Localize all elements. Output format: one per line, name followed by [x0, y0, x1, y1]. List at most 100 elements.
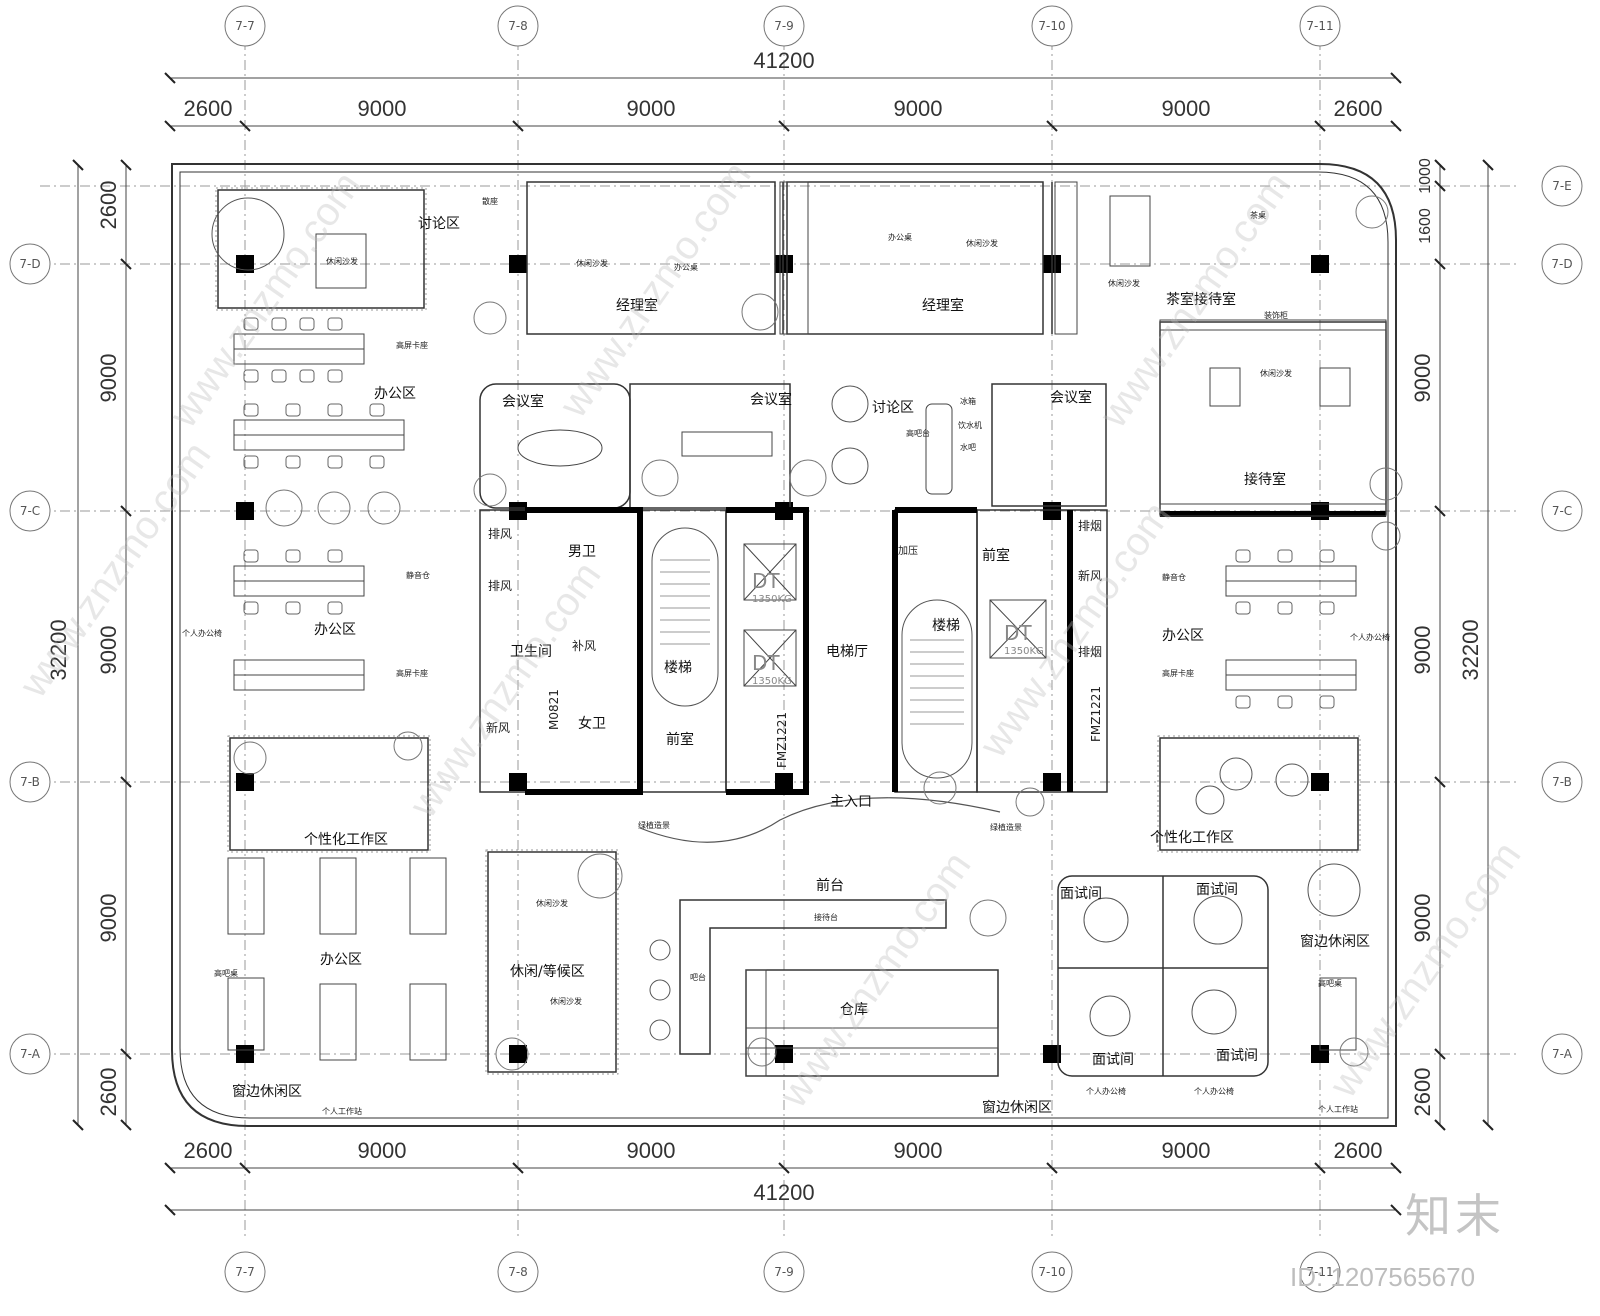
- label-exhaust-1: 排风: [488, 527, 512, 541]
- grid-label-right-1: 7-D: [1551, 257, 1572, 271]
- label-lounge-sofa-m2: 休闲沙发: [966, 238, 998, 248]
- label-workstation-e: 个人工作站: [1318, 1104, 1358, 1114]
- room-stair-1: 楼梯: [664, 660, 692, 676]
- label-high-booth-1: 高屏卡座: [396, 340, 428, 350]
- label-lounge-sofa-rec: 休闲沙发: [1260, 368, 1292, 378]
- label-lounge-sofa-m1: 休闲沙发: [576, 258, 608, 268]
- room-window-lounge-s: 窗边休闲区: [982, 1099, 1052, 1116]
- label-workstation-w: 个人工作站: [322, 1106, 362, 1116]
- room-elevator-hall: 电梯厅: [826, 644, 868, 660]
- grid-bubbles-right: [1541, 165, 1583, 1075]
- grid-label-left-4: 7-A: [20, 1047, 41, 1061]
- label-quiet-pod-e: 静音仓: [1162, 572, 1186, 582]
- core-walls: [525, 507, 1386, 795]
- grid-bubbles-left: [9, 243, 51, 1075]
- dim-bottom-2: 9000: [627, 1138, 676, 1163]
- label-personal-chair-w: 个人办公椅: [182, 628, 222, 638]
- dimension-ticks: [72, 72, 1494, 1216]
- room-reception: 接待室: [1244, 471, 1286, 488]
- label-door-code: M0821: [547, 689, 561, 730]
- room-interview-2: 面试间: [1196, 882, 1238, 898]
- room-custom-e: 个性化工作区: [1150, 830, 1234, 846]
- dim-total-width-bottom: 41200: [753, 1180, 814, 1205]
- dim-right-2: 9000: [1410, 354, 1435, 403]
- label-ice-box: 冰箱: [960, 396, 976, 406]
- dim-right-1: 1600: [1417, 208, 1434, 244]
- dim-right-0: 1000: [1417, 158, 1434, 194]
- grid-label-bottom-2: 7-9: [774, 1265, 794, 1279]
- elevator-shafts: [743, 543, 1047, 687]
- outer-walls: [171, 163, 1397, 1127]
- label-sofa-lounge-1: 休闲沙发: [536, 898, 568, 908]
- room-office-sw: 办公区: [320, 952, 362, 968]
- room-restroom: 卫生间: [510, 644, 552, 660]
- room-window-lounge-e: 窗边休闲区: [1300, 933, 1370, 950]
- dim-bottom-3: 9000: [894, 1138, 943, 1163]
- label-high-bar-table-w: 高吧桌: [214, 968, 238, 978]
- dim-right-3: 9000: [1410, 626, 1435, 675]
- dim-bottom-1: 9000: [358, 1138, 407, 1163]
- grid-label-right-0: 7-E: [1552, 179, 1572, 193]
- label-high-booth-e: 高屏卡座: [1162, 668, 1194, 678]
- grid-label-top-0: 7-7: [235, 19, 255, 33]
- room-mens: 男卫: [568, 544, 596, 560]
- dim-top-5: 2600: [1334, 96, 1383, 121]
- grid-label-bottom-0: 7-7: [235, 1265, 255, 1279]
- grid-label-top-4: 7-11: [1306, 19, 1333, 33]
- label-high-booth-2: 高屏卡座: [396, 668, 428, 678]
- dim-right-5: 2600: [1410, 1068, 1435, 1117]
- stair-flights: [651, 527, 973, 779]
- grid-bubbles-bottom: [224, 1251, 1341, 1293]
- dim-left-4: 2600: [96, 1068, 121, 1117]
- label-personal-chair-e: 个人办公椅: [1350, 632, 1390, 642]
- label-bar-table: 吧台: [690, 972, 706, 982]
- dimension-lines: [77, 77, 1489, 1211]
- label-elevator-3-cap: 1350KG: [1004, 646, 1044, 657]
- label-lounge-sofa-nw: 休闲沙发: [326, 256, 358, 266]
- dim-top-4: 9000: [1162, 96, 1211, 121]
- grid-label-bottom-1: 7-8: [508, 1265, 528, 1279]
- label-sofa-lounge-2: 休闲沙发: [550, 996, 582, 1006]
- label-elevator-1: DT: [752, 569, 780, 593]
- room-womens: 女卫: [578, 715, 606, 732]
- grid-label-left-3: 7-B: [20, 775, 40, 789]
- label-water-bar: 水吧: [960, 442, 976, 452]
- dim-total-depth-right: 32200: [1458, 619, 1483, 680]
- room-manager-2: 经理室: [922, 297, 964, 314]
- room-outlines: [217, 181, 1387, 1077]
- chairs: [243, 317, 1335, 709]
- grid-label-left-2: 7-C: [20, 504, 40, 518]
- label-lounge-sofa-m3: 休闲沙发: [1108, 278, 1140, 288]
- brand-watermark: 知末: [1405, 1189, 1505, 1243]
- room-interview-1: 面试间: [1060, 886, 1102, 902]
- dim-top-3: 9000: [894, 96, 943, 121]
- grid-label-bottom-3: 7-10: [1038, 1265, 1065, 1279]
- dim-total-width-top: 41200: [753, 48, 814, 73]
- dim-left-0: 2600: [96, 181, 121, 230]
- label-bar-counter: 高吧台: [906, 428, 930, 438]
- label-water-dispenser: 饮水机: [958, 420, 982, 430]
- room-lounge-wait: 休闲/等候区: [510, 963, 585, 980]
- label-green-wall-1: 绿植造景: [638, 820, 670, 830]
- room-front-desk: 前台: [816, 877, 844, 894]
- label-personal-chair-s2: 个人办公椅: [1194, 1086, 1234, 1096]
- stair-treads: [660, 559, 964, 725]
- room-office-nw: 办公区: [374, 386, 416, 402]
- room-anteroom-2: 前室: [982, 547, 1010, 564]
- label-pressurize: 加压: [898, 545, 918, 557]
- room-office-e: 办公区: [1162, 628, 1204, 644]
- dim-left-3: 9000: [96, 894, 121, 943]
- room-interview-3: 面试间: [1092, 1052, 1134, 1068]
- dim-right-4: 9000: [1410, 894, 1435, 943]
- label-green-wall-2: 绿植造景: [990, 822, 1022, 832]
- room-stair-2: 楼梯: [932, 618, 960, 634]
- label-elevator-3: DT: [1004, 621, 1032, 645]
- label-fresh-air-1: 新风: [486, 720, 510, 735]
- label-exhaust-2: 排风: [488, 579, 512, 593]
- room-meeting-1: 会议室: [502, 393, 544, 410]
- workstation-clusters: [227, 195, 1357, 1061]
- round-tables: [211, 197, 1361, 1041]
- dim-top-2: 9000: [627, 96, 676, 121]
- grid-label-top-2: 7-9: [774, 19, 794, 33]
